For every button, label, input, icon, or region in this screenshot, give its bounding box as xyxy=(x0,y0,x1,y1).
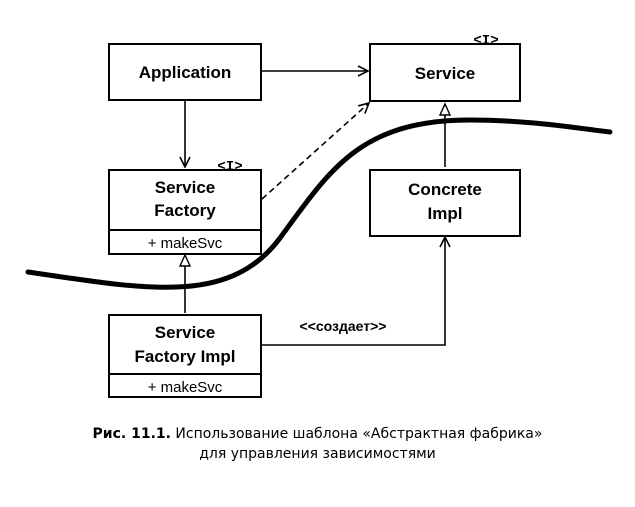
service-factory-label-line2: Factory xyxy=(154,201,216,220)
creates-label: <<создает>> xyxy=(300,318,387,334)
service-interface-box: <I> Service xyxy=(369,33,521,102)
application-box: Application xyxy=(108,43,262,101)
concrete-impl-label-line2: Impl xyxy=(428,204,463,223)
figure-caption: Рис. 11.1. Использование шаблона «Абстра… xyxy=(0,424,635,464)
concrete-impl-label-line1: Concrete xyxy=(408,180,482,199)
concrete-impl-box: Concrete Impl xyxy=(369,169,521,237)
factory-to-service-dashed-arrow xyxy=(261,103,369,200)
service-factory-impl-label-line2: Factory Impl xyxy=(134,347,235,366)
service-factory-impl-label-line1: Service xyxy=(155,323,216,342)
service-stereotype: <I> xyxy=(473,33,498,49)
application-label: Application xyxy=(139,63,232,82)
caption-text-line2: для управления зависимостями xyxy=(199,446,436,462)
caption-text-line1: Использование шаблона «Абстрактная фабри… xyxy=(175,426,543,442)
service-factory-method: + makeSvc xyxy=(148,235,223,252)
caption-line1: Рис. 11.1. Использование шаблона «Абстра… xyxy=(0,424,635,444)
creates-connector xyxy=(262,237,445,346)
service-factory-box: <I> Service Factory + makeSvc xyxy=(108,159,262,255)
abstract-factory-diagram: <<создает>> Application <I> Service <I> … xyxy=(25,33,613,398)
boundary-curve xyxy=(25,117,613,290)
service-factory-impl-method: + makeSvc xyxy=(148,379,223,396)
service-factory-stereotype: <I> xyxy=(217,159,242,175)
service-factory-label-line1: Service xyxy=(155,178,216,197)
service-factory-impl-box: Service Factory Impl + makeSvc xyxy=(108,314,262,398)
service-label: Service xyxy=(415,64,476,83)
caption-number: Рис. 11.1. xyxy=(92,426,171,442)
